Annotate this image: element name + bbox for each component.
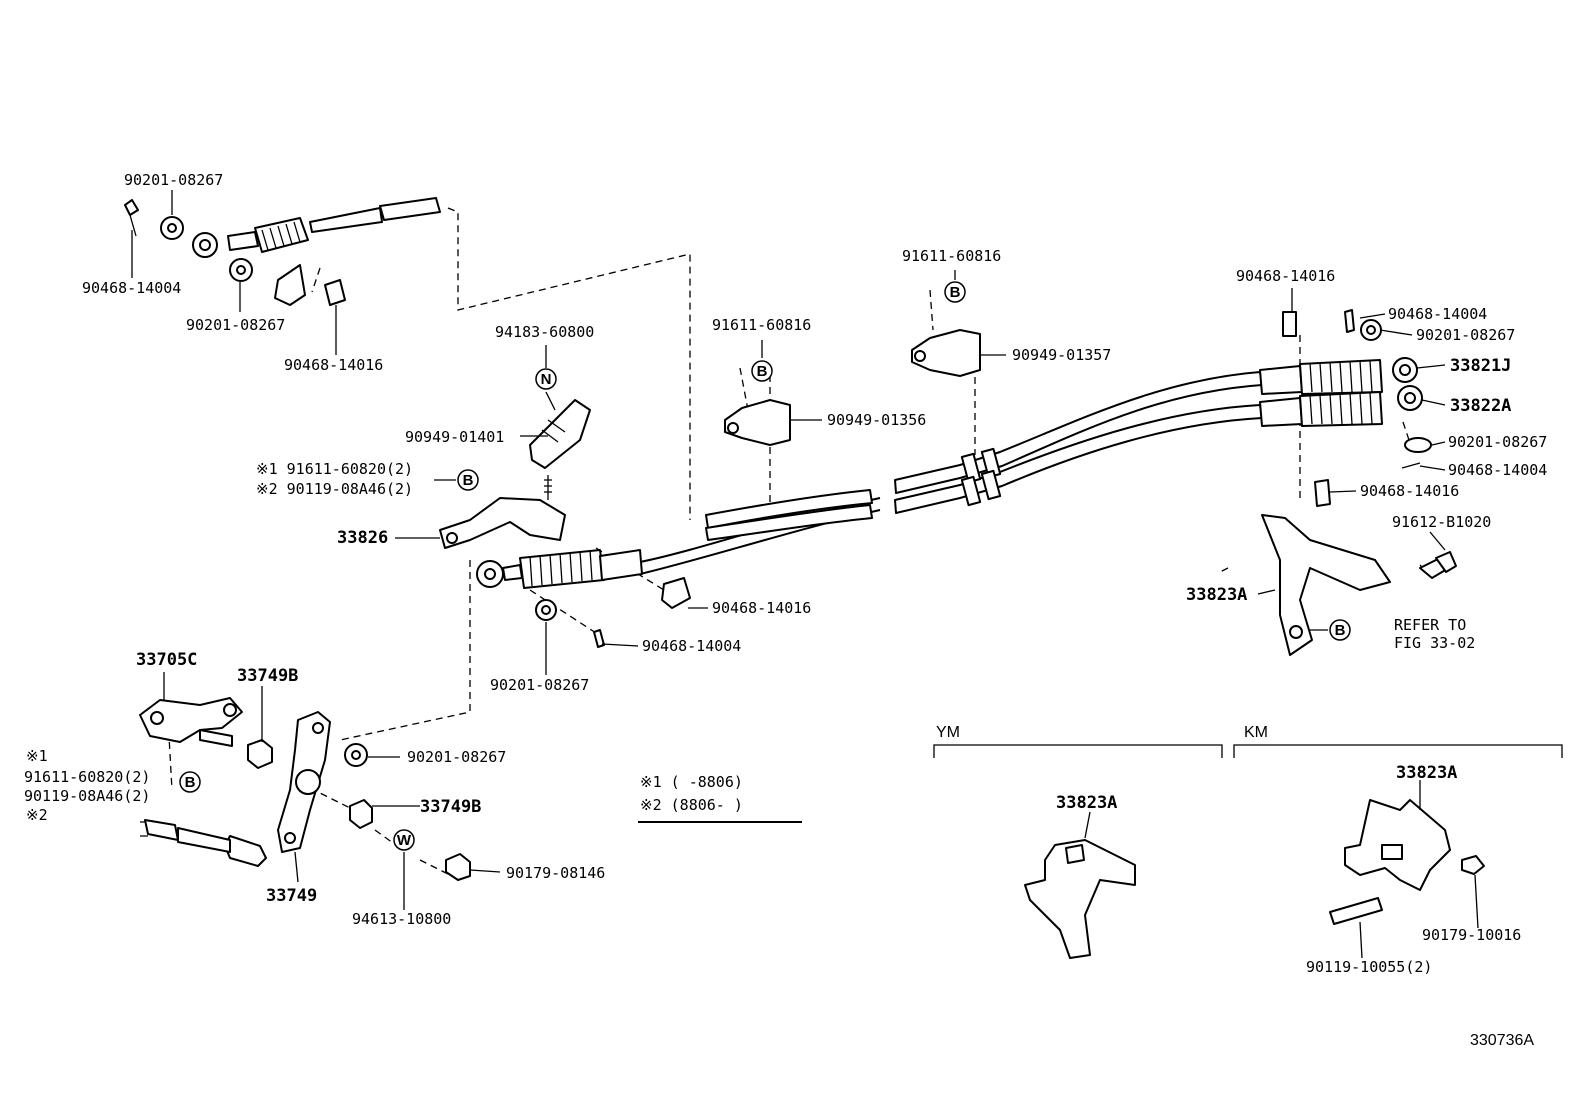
part-label: 90949-01357	[1012, 346, 1111, 364]
callout-b-1: N	[535, 368, 557, 390]
part-label: 90201-08267	[186, 316, 285, 334]
part-label: 90468-14016	[1360, 482, 1459, 500]
bracket-33826	[439, 475, 566, 549]
legend-line: ※2 (8806- )	[640, 796, 743, 814]
bracket-33823a-km	[1329, 799, 1485, 925]
leader-lines	[131, 190, 1479, 959]
callout-letter: B	[185, 774, 196, 791]
part-label: 33821J	[1450, 356, 1511, 376]
part-label: 90201-08267	[490, 676, 589, 694]
bracket-33823a-main	[1261, 514, 1457, 656]
note-label: ※2 90119-08A46(2)	[256, 480, 413, 498]
callout-letter: B	[757, 363, 768, 380]
callout-w: W	[393, 829, 415, 851]
legend-line: ※1 ( -8806)	[640, 773, 743, 791]
part-label: 90201-08267	[124, 171, 223, 189]
group-label: KM	[1244, 724, 1268, 741]
part-label: 33823A	[1186, 585, 1247, 605]
lever-assembly	[139, 697, 471, 881]
right-cable-ends	[1259, 309, 1432, 507]
part-label: 90468-14004	[1388, 305, 1487, 323]
note-label: 90119-08A46(2)	[24, 787, 150, 805]
clip-94183	[529, 399, 591, 469]
part-label: 91611-60816	[712, 316, 811, 334]
part-label: 33822A	[1450, 396, 1511, 416]
part-label: 90201-08267	[1448, 433, 1547, 451]
part-label: 33826	[337, 528, 388, 548]
callout-b-6: B	[179, 771, 201, 793]
part-label: 91612-B1020	[1392, 513, 1491, 531]
reference-note: REFER TO	[1394, 616, 1466, 634]
part-label: 33749	[266, 886, 317, 906]
callout-letter: W	[397, 832, 412, 849]
group-brackets	[933, 744, 1563, 758]
reference-note: FIG 33-02	[1394, 634, 1475, 652]
callout-letter: N	[541, 371, 552, 388]
part-label: 90468-14004	[82, 279, 181, 297]
group-label: YM	[936, 724, 960, 741]
callout-letter: B	[463, 472, 474, 489]
part-label: 90468-14004	[1448, 461, 1547, 479]
part-label: 94613-10800	[352, 910, 451, 928]
part-label: 90201-08267	[1416, 326, 1515, 344]
part-label: 90468-14016	[712, 599, 811, 617]
figure-number: 330736A	[1470, 1032, 1534, 1049]
part-label: 33823A	[1396, 763, 1457, 783]
clip-90949-01356	[724, 399, 791, 446]
note-label: 91611-60820(2)	[24, 768, 150, 786]
part-label: 33705C	[136, 650, 197, 670]
part-label: 91611-60816	[902, 247, 1001, 265]
part-label: 33749B	[237, 666, 298, 686]
part-label: 90201-08267	[407, 748, 506, 766]
callout-letter: B	[1335, 622, 1346, 639]
part-label: 90949-01356	[827, 411, 926, 429]
part-label: 33823A	[1056, 793, 1117, 813]
note-label: ※2	[26, 806, 48, 824]
callout-b-2: B	[751, 360, 773, 382]
callout-b-4: B	[457, 469, 479, 491]
clip-90949-01357	[911, 329, 981, 377]
upper-left-cable-end	[124, 197, 441, 306]
part-label: 90468-14016	[284, 356, 383, 374]
part-label: 90179-08146	[506, 864, 605, 882]
part-label: 94183-60800	[495, 323, 594, 341]
part-label: 33749B	[420, 797, 481, 817]
part-label: 90468-14016	[1236, 267, 1335, 285]
note-label: ※1 91611-60820(2)	[256, 460, 413, 478]
shift-cables	[639, 371, 1263, 575]
note-label: ※1	[26, 747, 48, 765]
callout-letter: B	[950, 284, 961, 301]
part-label: 90949-01401	[405, 428, 504, 446]
part-labels: 90201-08267 90468-14004 90201-08267 9046…	[24, 171, 1547, 1049]
callout-b-5: B	[1329, 619, 1351, 641]
callout-b-3: B	[944, 281, 966, 303]
part-label: 90119-10055(2)	[1306, 958, 1432, 976]
bracket-33823a-ym	[1024, 839, 1136, 959]
part-label: 90179-10016	[1422, 926, 1521, 944]
lower-left-cable-end	[476, 549, 691, 648]
part-label: 90468-14004	[642, 637, 741, 655]
